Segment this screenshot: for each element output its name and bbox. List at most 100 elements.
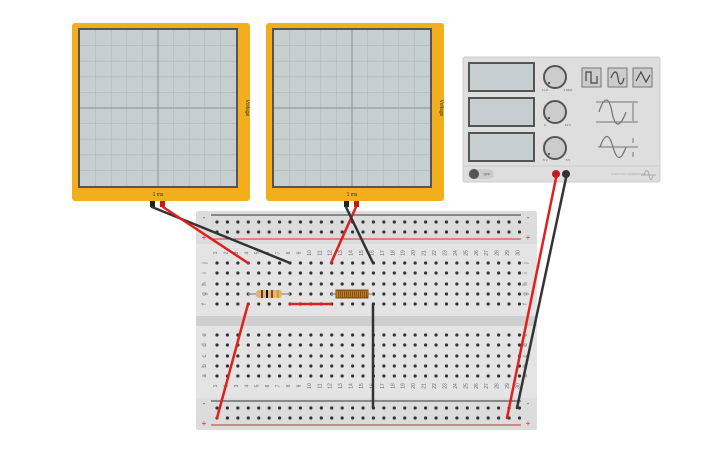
rail-hole[interactable] xyxy=(371,220,376,224)
breadboard-hole[interactable] xyxy=(267,333,271,337)
breadboard-hole[interactable] xyxy=(444,292,449,296)
rail-hole[interactable] xyxy=(476,220,480,224)
rail-hole[interactable] xyxy=(403,416,407,420)
breadboard-hole[interactable] xyxy=(413,261,417,265)
square-wave-button[interactable] xyxy=(581,67,602,88)
breadboard-hole[interactable] xyxy=(236,261,240,265)
breadboard-hole[interactable] xyxy=(361,374,365,378)
rail-hole[interactable] xyxy=(277,406,282,410)
resistor[interactable] xyxy=(248,290,290,298)
wire-black[interactable] xyxy=(515,176,568,410)
rail-hole[interactable] xyxy=(476,230,480,234)
rail-hole[interactable] xyxy=(413,416,417,420)
breadboard-hole[interactable] xyxy=(277,282,282,286)
breadboard-hole[interactable] xyxy=(340,261,344,265)
breadboard-hole[interactable] xyxy=(215,271,219,275)
breadboard-hole[interactable] xyxy=(392,374,396,378)
breadboard-hole[interactable] xyxy=(257,261,261,265)
breadboard-hole[interactable] xyxy=(277,302,282,306)
breadboard-hole[interactable] xyxy=(340,354,344,358)
breadboard-hole[interactable] xyxy=(225,333,230,337)
breadboard-hole[interactable] xyxy=(236,292,240,296)
breadboard-hole[interactable] xyxy=(465,374,469,378)
breadboard-hole[interactable] xyxy=(413,354,417,358)
breadboard-hole[interactable] xyxy=(330,343,334,347)
breadboard-hole[interactable] xyxy=(288,333,292,337)
breadboard-hole[interactable] xyxy=(225,364,230,368)
rail-hole[interactable] xyxy=(444,406,449,410)
rail-hole[interactable] xyxy=(288,230,292,234)
breadboard-hole[interactable] xyxy=(257,302,261,306)
rail-hole[interactable] xyxy=(246,416,250,420)
breadboard-hole[interactable] xyxy=(424,292,428,296)
rail-hole[interactable] xyxy=(288,220,292,224)
breadboard-hole[interactable] xyxy=(413,374,417,378)
breadboard-hole[interactable] xyxy=(497,261,501,265)
breadboard-hole[interactable] xyxy=(497,343,501,347)
breadboard-hole[interactable] xyxy=(277,261,282,265)
wire-black[interactable] xyxy=(344,205,375,265)
rail-hole[interactable] xyxy=(444,230,449,234)
breadboard-hole[interactable] xyxy=(215,343,219,347)
rail-hole[interactable] xyxy=(340,230,344,234)
breadboard-hole[interactable] xyxy=(330,374,334,378)
breadboard-hole[interactable] xyxy=(382,333,386,337)
breadboard-hole[interactable] xyxy=(319,343,323,347)
breadboard-hole[interactable] xyxy=(434,343,438,347)
breadboard-hole[interactable] xyxy=(246,271,250,275)
breadboard-hole[interactable] xyxy=(517,261,522,265)
breadboard-hole[interactable] xyxy=(413,282,417,286)
breadboard-hole[interactable] xyxy=(424,302,428,306)
breadboard-hole[interactable] xyxy=(350,374,355,378)
breadboard-hole[interactable] xyxy=(350,354,355,358)
breadboard-hole[interactable] xyxy=(455,282,459,286)
rail-hole[interactable] xyxy=(236,406,240,410)
rail-hole[interactable] xyxy=(392,416,396,420)
probe-black[interactable] xyxy=(344,201,349,207)
breadboard-hole[interactable] xyxy=(215,333,219,337)
breadboard-hole[interactable] xyxy=(392,343,396,347)
rail-hole[interactable] xyxy=(392,230,396,234)
breadboard-hole[interactable] xyxy=(403,271,407,275)
rail-hole[interactable] xyxy=(444,416,449,420)
breadboard-hole[interactable] xyxy=(267,271,271,275)
rail-hole[interactable] xyxy=(382,406,386,410)
breadboard-hole[interactable] xyxy=(309,364,313,368)
breadboard-hole[interactable] xyxy=(267,282,271,286)
breadboard-hole[interactable] xyxy=(403,354,407,358)
breadboard-hole[interactable] xyxy=(434,364,438,368)
rail-hole[interactable] xyxy=(340,416,344,420)
breadboard-hole[interactable] xyxy=(236,302,240,306)
breadboard-hole[interactable] xyxy=(309,261,313,265)
breadboard-hole[interactable] xyxy=(413,364,417,368)
rail-hole[interactable] xyxy=(319,416,323,420)
breadboard-hole[interactable] xyxy=(298,271,303,275)
breadboard-hole[interactable] xyxy=(330,364,334,368)
breadboard-hole[interactable] xyxy=(486,302,490,306)
rail-hole[interactable] xyxy=(455,416,459,420)
rail-hole[interactable] xyxy=(361,220,365,224)
breadboard-hole[interactable] xyxy=(382,354,386,358)
breadboard-hole[interactable] xyxy=(476,282,480,286)
breadboard-hole[interactable] xyxy=(434,374,438,378)
probe-black[interactable] xyxy=(150,201,155,207)
breadboard-hole[interactable] xyxy=(486,261,490,265)
breadboard-hole[interactable] xyxy=(444,271,449,275)
rail-hole[interactable] xyxy=(236,416,240,420)
breadboard-hole[interactable] xyxy=(309,343,313,347)
rail-hole[interactable] xyxy=(319,406,323,410)
breadboard-hole[interactable] xyxy=(455,302,459,306)
breadboard-hole[interactable] xyxy=(288,343,292,347)
rail-hole[interactable] xyxy=(486,406,490,410)
breadboard-hole[interactable] xyxy=(455,271,459,275)
rail-hole[interactable] xyxy=(361,230,365,234)
breadboard-hole[interactable] xyxy=(319,282,323,286)
breadboard-hole[interactable] xyxy=(371,282,376,286)
breadboard-hole[interactable] xyxy=(267,261,271,265)
rail-hole[interactable] xyxy=(340,406,344,410)
breadboard-hole[interactable] xyxy=(476,364,480,368)
rail-hole[interactable] xyxy=(486,220,490,224)
breadboard-hole[interactable] xyxy=(465,333,469,337)
inductor[interactable] xyxy=(331,289,373,299)
breadboard-hole[interactable] xyxy=(507,343,511,347)
